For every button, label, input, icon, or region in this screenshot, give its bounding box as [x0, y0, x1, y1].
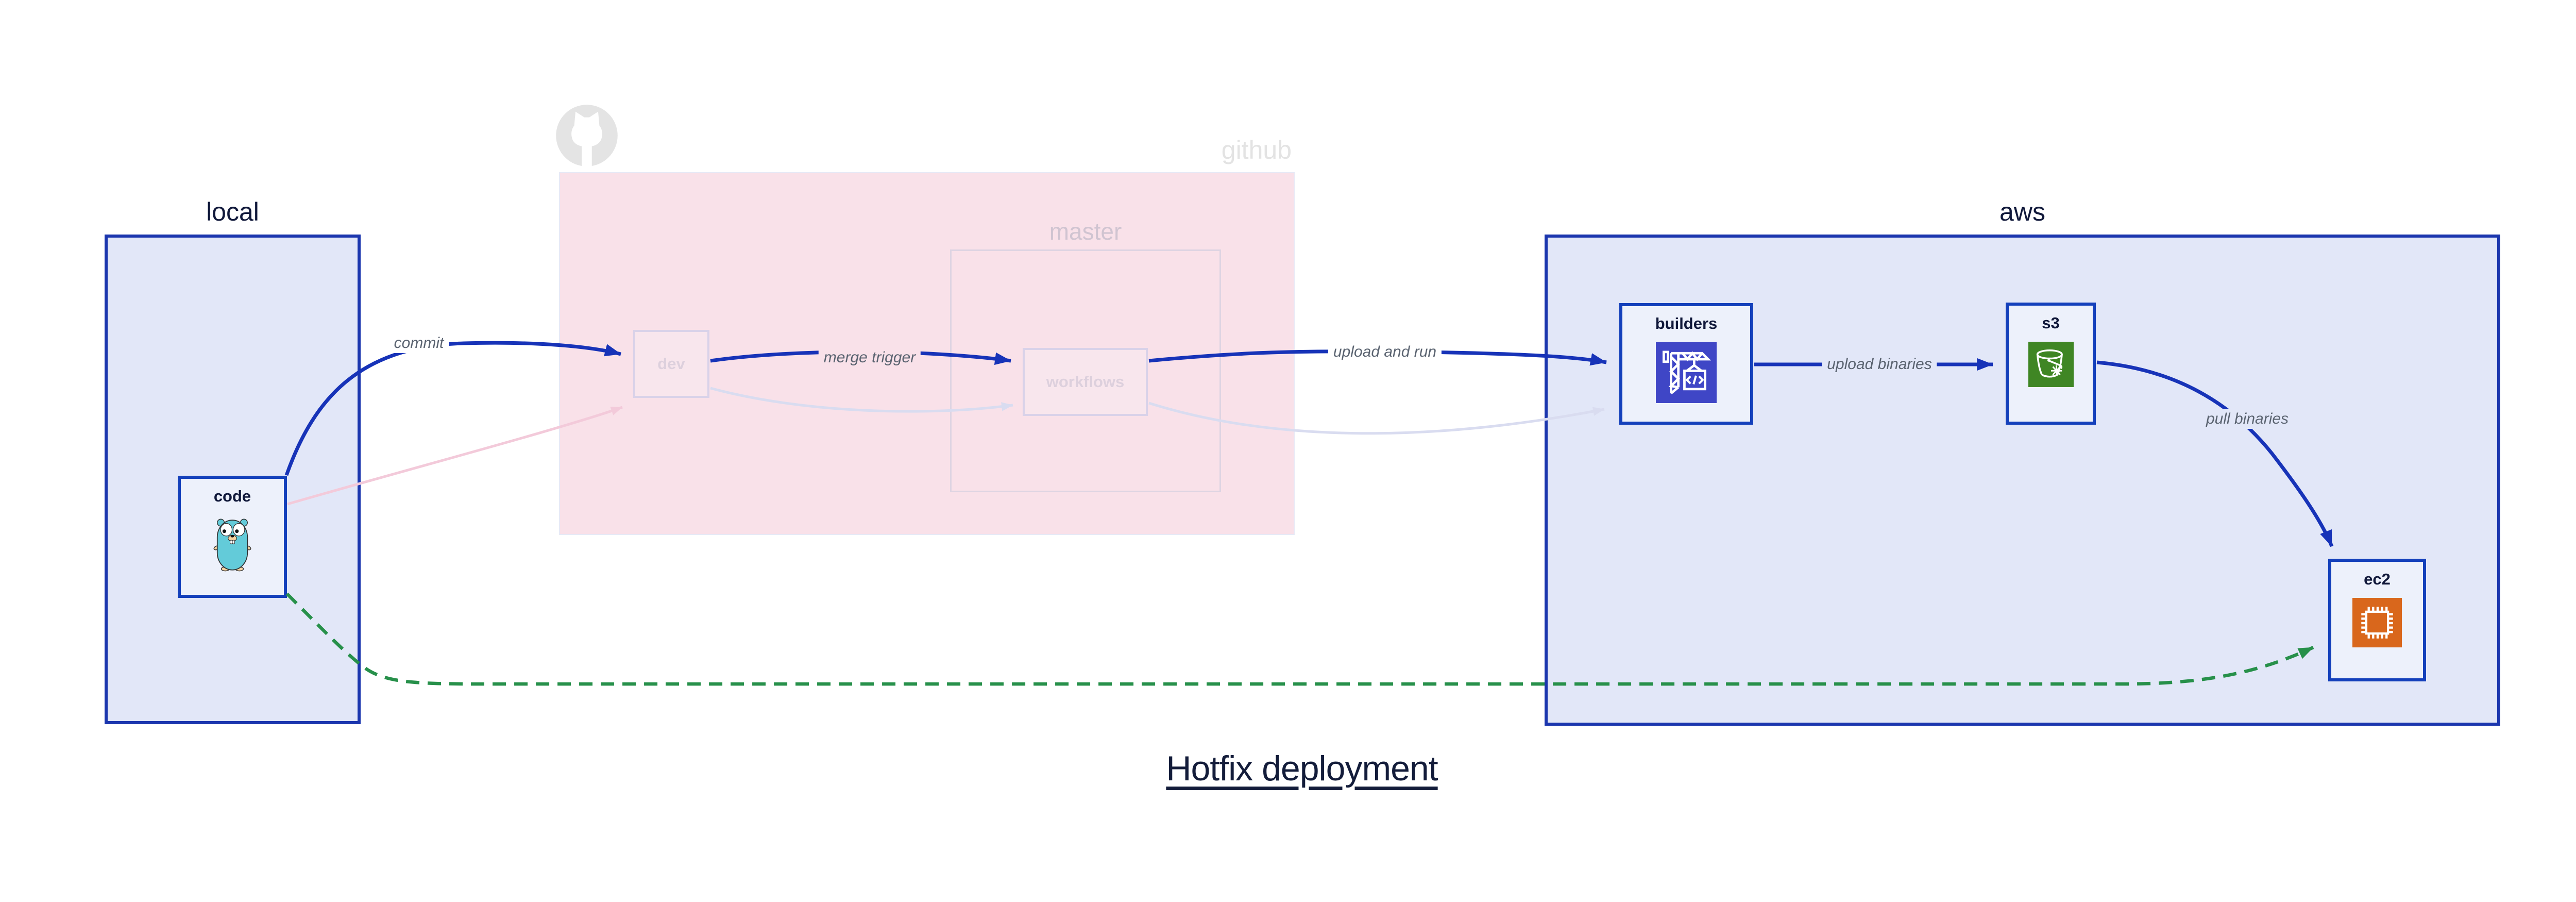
node-workflows-label: workflows	[1046, 373, 1125, 391]
github-cluster-label: github	[1221, 136, 1292, 164]
node-ec2: ec2	[2328, 559, 2426, 681]
go-gopher-icon	[213, 519, 251, 572]
edge-label-upload-and-run: upload and run	[1328, 342, 1442, 362]
edge-label-pull-binaries: pull binaries	[2200, 409, 2294, 429]
node-s3-label: s3	[2042, 314, 2060, 332]
node-ec2-label: ec2	[2364, 570, 2391, 588]
node-code-label: code	[213, 487, 251, 505]
s3-bucket-icon	[2028, 342, 2074, 387]
codebuild-crane-icon	[1656, 342, 1717, 403]
ec2-chip-icon	[2352, 598, 2402, 647]
aws-cluster-label: aws	[1999, 197, 2045, 226]
master-cluster-label: master	[1049, 218, 1122, 245]
diagram-title: Hotfix deployment	[1166, 749, 1438, 788]
node-dev-label: dev	[657, 355, 685, 373]
node-builders: builders	[1619, 303, 1753, 425]
github-octocat-icon	[556, 105, 618, 167]
node-s3: s3	[2006, 303, 2096, 425]
edge-label-upload-binaries: upload binaries	[1822, 355, 1937, 374]
local-cluster-label: local	[206, 197, 259, 226]
node-workflows: workflows	[1023, 348, 1148, 416]
master-cluster	[950, 249, 1221, 492]
edge-label-merge-trigger: merge trigger	[818, 348, 921, 368]
edge-label-commit: commit	[388, 333, 449, 353]
node-dev: dev	[633, 330, 709, 398]
node-builders-label: builders	[1655, 314, 1718, 332]
node-code: code	[178, 476, 287, 598]
